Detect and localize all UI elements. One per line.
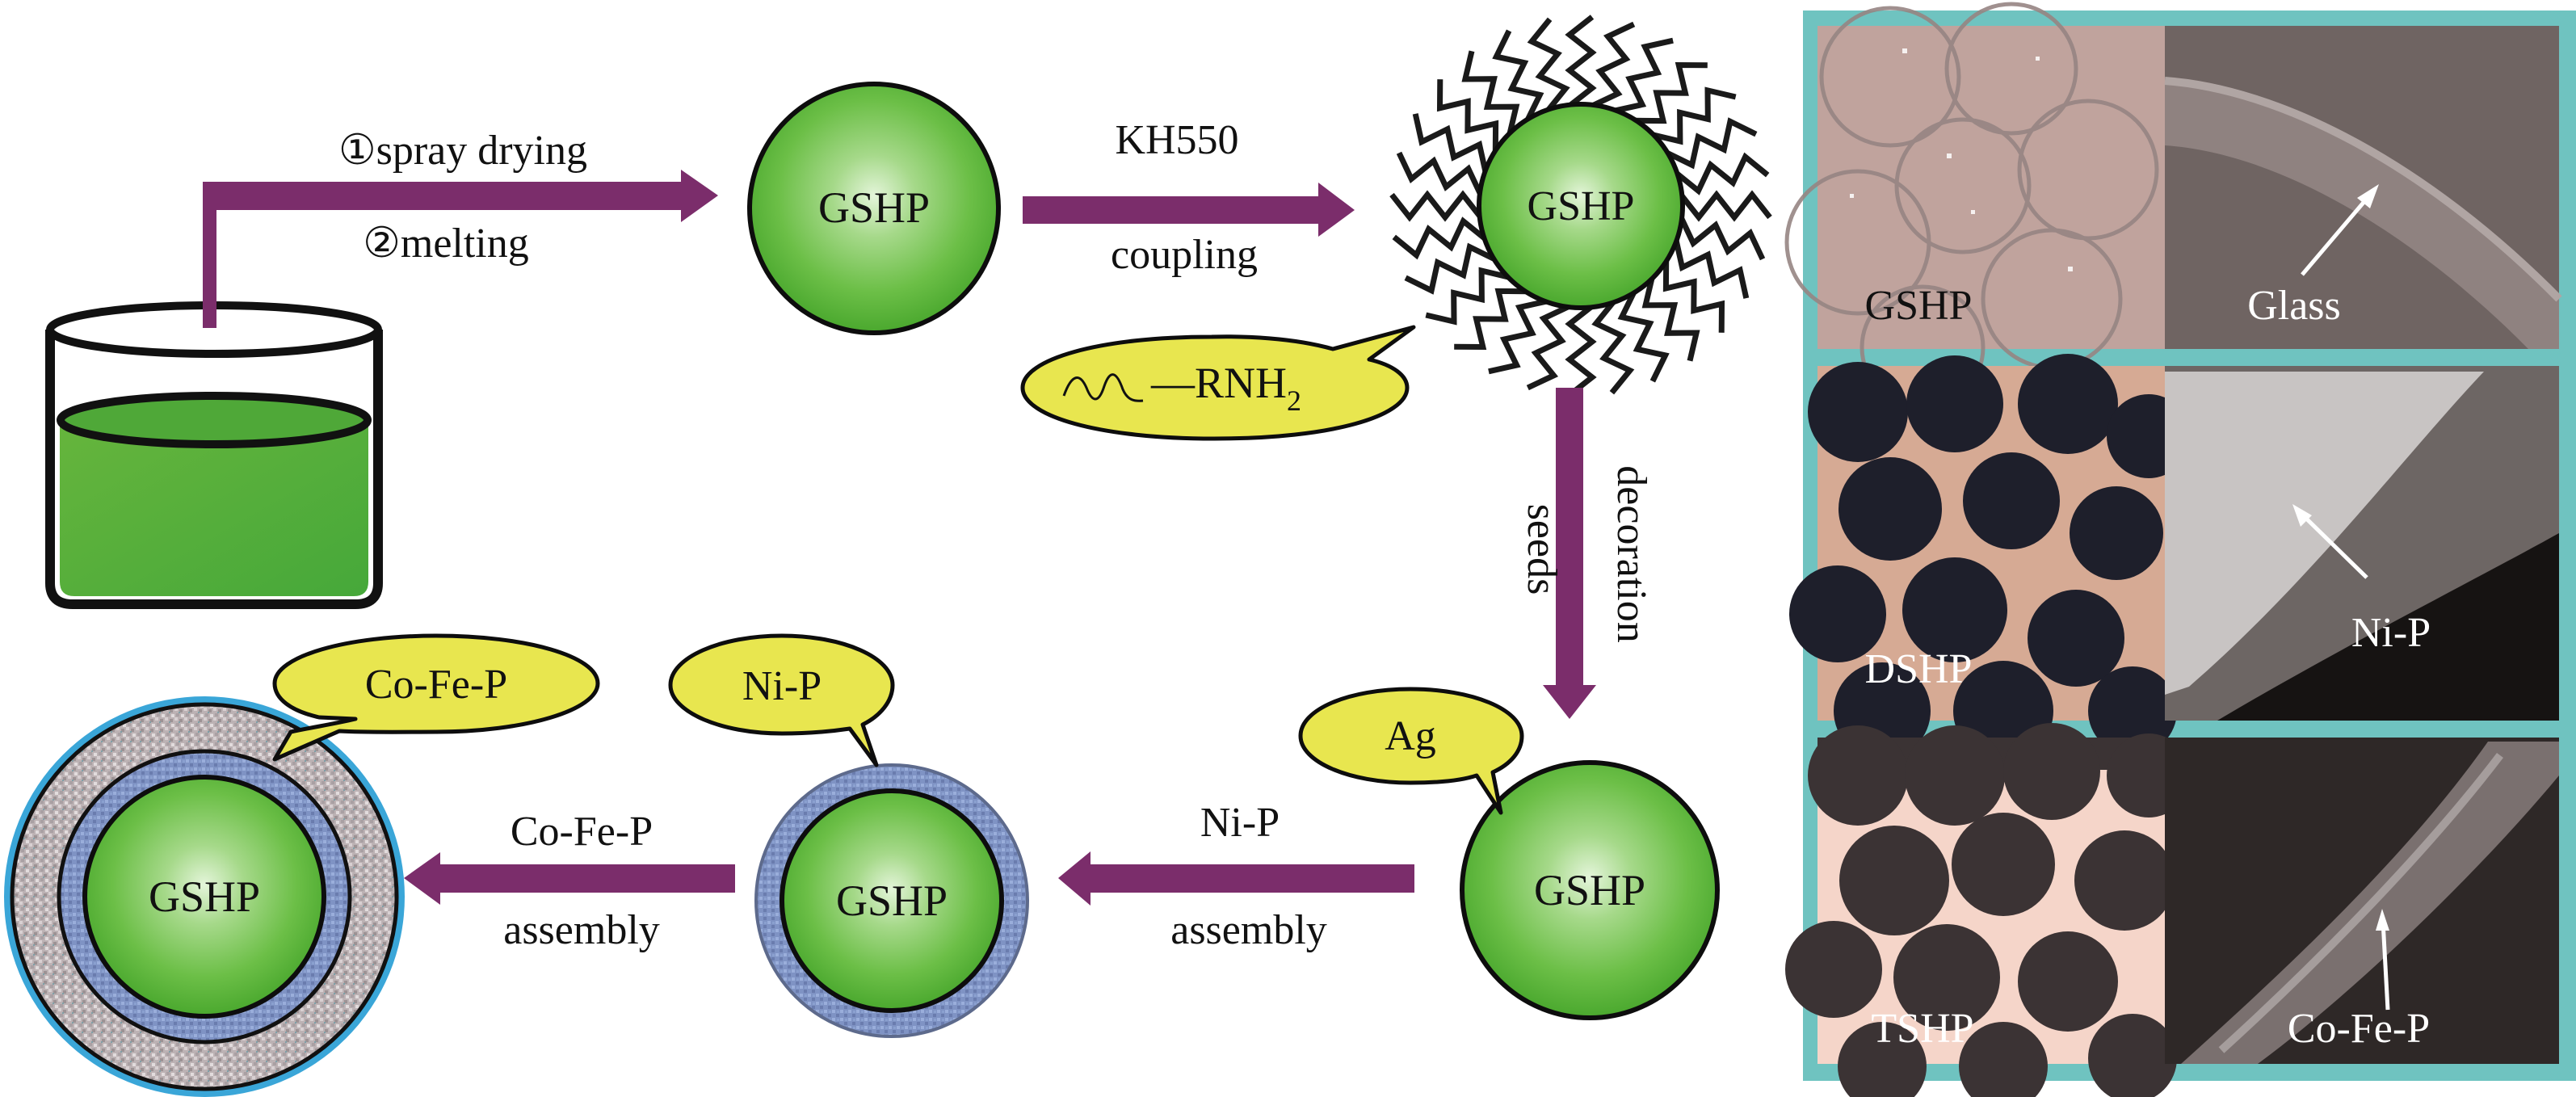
arrow-icon bbox=[2301, 192, 2372, 276]
step5-label-assembly: assembly bbox=[503, 907, 660, 953]
step4-label-ni-p: Ni-P bbox=[1200, 800, 1280, 846]
step2-label-kh550: KH550 bbox=[1115, 117, 1238, 163]
callout-ag: Ag bbox=[1298, 687, 1524, 815]
silane-chain bbox=[1665, 117, 1758, 170]
callout-ni-p: Ni-P bbox=[668, 633, 895, 767]
gshp-label: GSHP bbox=[149, 872, 260, 921]
micrograph-layer-label: Ni-P bbox=[2351, 610, 2431, 656]
silane-chain bbox=[1396, 151, 1484, 196]
ni-p-label: Ni-P bbox=[742, 663, 822, 709]
step5-label-co-fe-p: Co-Fe-P bbox=[511, 809, 653, 855]
amine-formula: —RNH bbox=[1150, 359, 1287, 407]
micrograph-row-tshp: TSHP Co-Fe-P bbox=[1785, 723, 2559, 1097]
silane-chain bbox=[1591, 299, 1635, 395]
silane-chain bbox=[1591, 21, 1636, 109]
gshp-sphere-co-fe-p: GSHP bbox=[4, 696, 405, 1097]
callout-amine: —RNH2 bbox=[1020, 325, 1416, 441]
silane-chain bbox=[1389, 190, 1483, 222]
arrow-ni-p-assembly bbox=[1058, 851, 1414, 906]
arrow-icon bbox=[2299, 511, 2368, 579]
silane-chain bbox=[1651, 86, 1737, 145]
silane-chain bbox=[1674, 152, 1770, 195]
co-fe-p-label: Co-Fe-P bbox=[365, 662, 507, 708]
micrograph-sample-label: TSHP bbox=[1871, 1006, 1973, 1052]
micrograph-panel: GSHP Glass bbox=[1784, 2, 2576, 1097]
silane-chain bbox=[1641, 276, 1700, 362]
silane-chain bbox=[1392, 216, 1488, 260]
ag-label: Ag bbox=[1385, 713, 1436, 759]
silane-chain bbox=[1461, 50, 1520, 136]
silane-chain bbox=[1617, 290, 1670, 383]
callout-co-fe-p: Co-Fe-P bbox=[272, 633, 600, 762]
silane-chain bbox=[1492, 29, 1544, 122]
arrow-icon bbox=[2381, 920, 2390, 1011]
micrograph-row-dshp: DSHP Ni-P bbox=[1789, 354, 2559, 761]
silane-chain bbox=[1454, 288, 1528, 351]
silane-chain bbox=[1488, 298, 1549, 375]
silane-chain bbox=[1404, 242, 1497, 295]
silane-chain bbox=[1565, 15, 1597, 108]
arrow-spray-drying bbox=[203, 170, 718, 328]
step1-label-spray-drying: ①spray drying bbox=[338, 128, 587, 174]
gshp-label: GSHP bbox=[818, 183, 930, 232]
step2-label-coupling: coupling bbox=[1111, 232, 1258, 278]
gshp-sphere-bare: GSHP bbox=[747, 82, 1001, 335]
micrograph-layer-label: Co-Fe-P bbox=[2288, 1006, 2430, 1052]
silane-chain bbox=[1526, 303, 1571, 391]
silane-chains-icon bbox=[1389, 15, 1772, 397]
gshp-label: GSHP bbox=[1528, 183, 1635, 229]
silane-chain bbox=[1679, 190, 1772, 222]
silane-chain bbox=[1565, 304, 1597, 397]
silane-chain bbox=[1662, 259, 1725, 333]
silane-chain bbox=[1436, 79, 1499, 153]
step3-label-decoration: decoration bbox=[1608, 465, 1654, 642]
gshp-label: GSHP bbox=[836, 876, 948, 925]
silane-chain bbox=[1613, 37, 1674, 114]
arrow-seeds-decoration bbox=[1543, 388, 1596, 719]
gshp-sphere-ni-p: GSHP bbox=[754, 763, 1029, 1038]
step3-label-seeds: seeds bbox=[1519, 504, 1565, 595]
gshp-sphere-coupled: GSHP bbox=[1389, 15, 1772, 397]
silane-chain bbox=[1425, 267, 1511, 326]
beaker bbox=[45, 301, 383, 609]
arrow-co-fe-p-assembly bbox=[404, 852, 735, 905]
arrow-kh550-coupling bbox=[1023, 183, 1355, 237]
micrograph-layer-label: Glass bbox=[2247, 283, 2341, 329]
micrograph-sample-label: GSHP bbox=[1865, 283, 1973, 329]
gshp-label: GSHP bbox=[1534, 866, 1645, 914]
silane-chain bbox=[1673, 238, 1750, 299]
micrograph-row-gshp: GSHP Glass bbox=[1784, 2, 2562, 410]
silane-chain bbox=[1634, 61, 1708, 124]
micrograph-sample-label: DSHP bbox=[1865, 646, 1973, 692]
gshp-sphere-ag: GSHP bbox=[1460, 760, 1720, 1020]
step4-label-assembly: assembly bbox=[1170, 907, 1327, 953]
svg-text:—RNH2: —RNH2 bbox=[1150, 359, 1301, 417]
silane-chain bbox=[1412, 113, 1489, 174]
silane-chain bbox=[1678, 216, 1766, 261]
step1-label-melting: ②melting bbox=[363, 221, 529, 267]
optical-image-gshp bbox=[1817, 26, 2165, 349]
silane-chain bbox=[1527, 17, 1570, 113]
amine-subscript: 2 bbox=[1287, 385, 1301, 417]
